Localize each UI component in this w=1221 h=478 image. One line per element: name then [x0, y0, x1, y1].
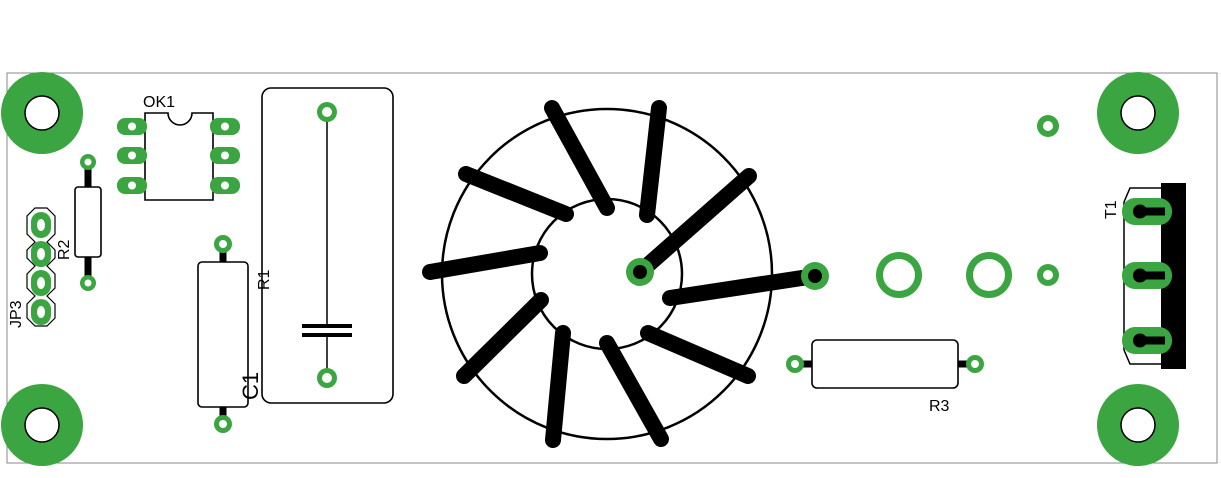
terminal-pad-1	[876, 252, 922, 298]
ok1-optocoupler: OK1	[117, 94, 240, 201]
via-top	[1037, 115, 1059, 137]
c1-capacitor: C1	[197, 235, 263, 433]
jp3-label: JP3	[8, 300, 25, 328]
via-middle	[1037, 264, 1059, 286]
ok1-label: OK1	[143, 94, 175, 111]
toroid-windings	[422, 100, 823, 448]
t1-label: T1	[1103, 200, 1120, 219]
r1-label: R1	[256, 269, 273, 290]
r3-resistor: R3	[786, 339, 984, 415]
r1-component: R1	[256, 87, 394, 404]
mounting-hole-top-left	[1, 72, 83, 154]
t1-transistor: T1	[1103, 183, 1186, 369]
mounting-hole-bottom-right	[1097, 384, 1179, 466]
toroid-pads	[626, 258, 829, 290]
r3-label: R3	[929, 398, 950, 415]
terminal-pad-2	[966, 252, 1012, 298]
c1-label: C1	[238, 372, 263, 400]
r2-label: R2	[56, 239, 73, 260]
mounting-hole-top-right	[1097, 72, 1179, 154]
r2-resistor: R2	[56, 154, 102, 291]
mounting-hole-bottom-left	[1, 384, 83, 466]
toroid-core	[440, 107, 774, 441]
jp3-header: JP3	[8, 207, 56, 328]
